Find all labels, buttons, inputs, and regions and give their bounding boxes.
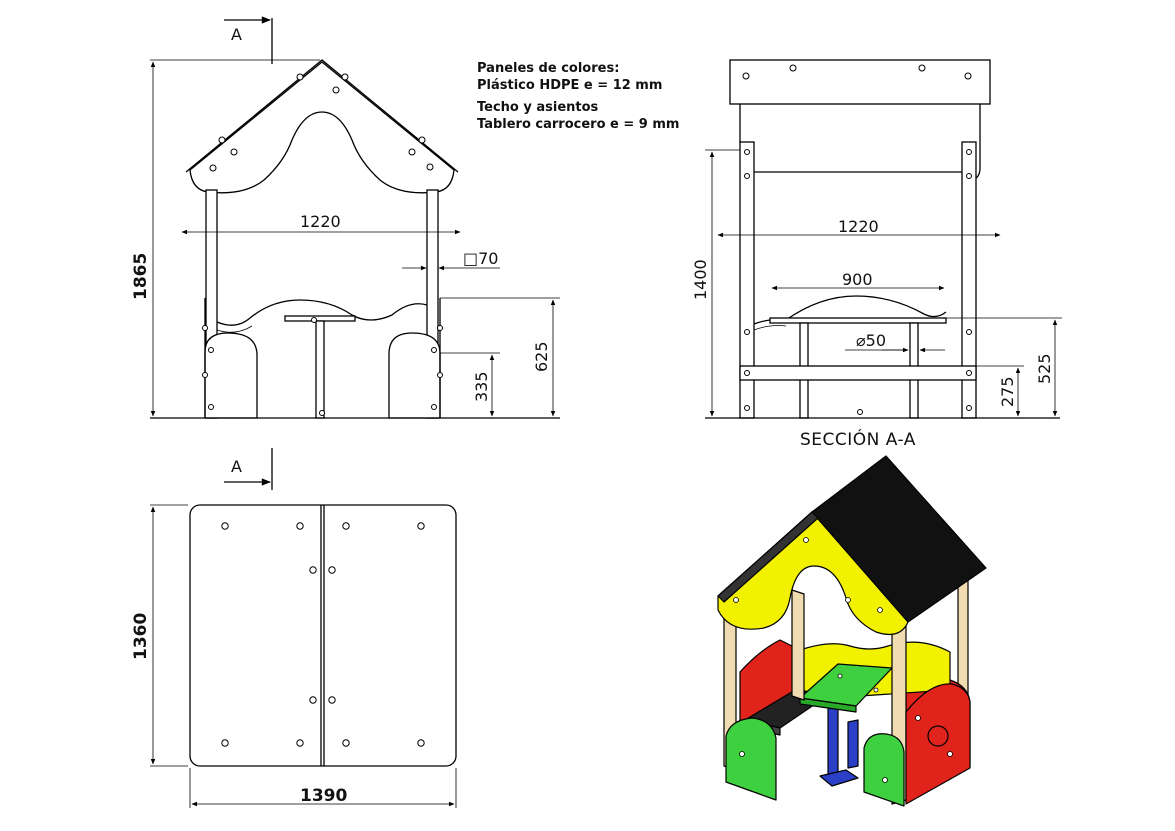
top-roof-bolts bbox=[221, 522, 425, 747]
section-marker-bottom-label: A bbox=[231, 457, 242, 476]
dim-post-section: □70 bbox=[463, 249, 498, 268]
material-notes: Paneles de colores: Plástico HDPE e = 12… bbox=[477, 61, 679, 132]
note-line-2: Plástico HDPE e = 12 mm bbox=[477, 78, 662, 93]
panel-bolts-front bbox=[202, 325, 443, 416]
section-caption: SECCIÓN A-A bbox=[800, 428, 916, 450]
section-table-top bbox=[769, 317, 947, 324]
dim-tube-diameter: ⌀50 bbox=[856, 331, 886, 350]
section-roof-board bbox=[729, 59, 991, 105]
render-seat-green-right bbox=[863, 733, 905, 807]
section-marker-top: A bbox=[224, 16, 273, 64]
dim-panel-height: 625 bbox=[532, 341, 551, 372]
section-view: 1220 900 1400 ⌀50 525 275 SECCIÓN A-A bbox=[691, 59, 1062, 450]
section-seat-rail bbox=[739, 365, 977, 381]
dim-top-width: 1390 bbox=[300, 786, 347, 806]
section-roof-bolts bbox=[742, 64, 972, 80]
isometric-render bbox=[717, 455, 987, 807]
dim-section-seat-height: 275 bbox=[998, 376, 1017, 407]
top-view: A 1360 1390 bbox=[131, 448, 457, 808]
dim-seat-height: 335 bbox=[472, 371, 491, 402]
dim-front-width: 1220 bbox=[300, 212, 341, 231]
front-side-panel-left bbox=[204, 332, 258, 419]
dim-table-width: 900 bbox=[842, 270, 873, 289]
render-seat-green-left bbox=[725, 717, 777, 801]
top-roof-outline bbox=[189, 504, 457, 767]
render-post-back-right bbox=[957, 571, 969, 701]
dim-section-width: 1220 bbox=[838, 217, 879, 236]
front-view: A bbox=[131, 16, 560, 419]
front-table-leg bbox=[315, 320, 325, 419]
render-table-leg bbox=[827, 703, 839, 781]
render-roof bbox=[811, 455, 987, 623]
section-marker-bottom: A bbox=[224, 448, 273, 490]
dim-top-depth: 1360 bbox=[131, 613, 151, 660]
dim-section-height: 1400 bbox=[691, 259, 710, 300]
section-marker-label: A bbox=[231, 25, 242, 44]
dim-total-height: 1865 bbox=[131, 253, 151, 300]
render-gable-yellow bbox=[717, 511, 909, 635]
dim-section-panel-height: 525 bbox=[1035, 353, 1054, 384]
render-panel-decoration bbox=[927, 725, 949, 747]
note-line-3: Techo y asientos bbox=[477, 100, 599, 115]
front-roof bbox=[189, 61, 455, 194]
note-line-1: Paneles de colores: bbox=[477, 61, 619, 76]
roof-bolts bbox=[209, 73, 434, 172]
front-table-top bbox=[284, 315, 356, 322]
note-line-4: Tablero carrocero e = 9 mm bbox=[477, 117, 679, 132]
front-back-panel bbox=[216, 299, 428, 326]
